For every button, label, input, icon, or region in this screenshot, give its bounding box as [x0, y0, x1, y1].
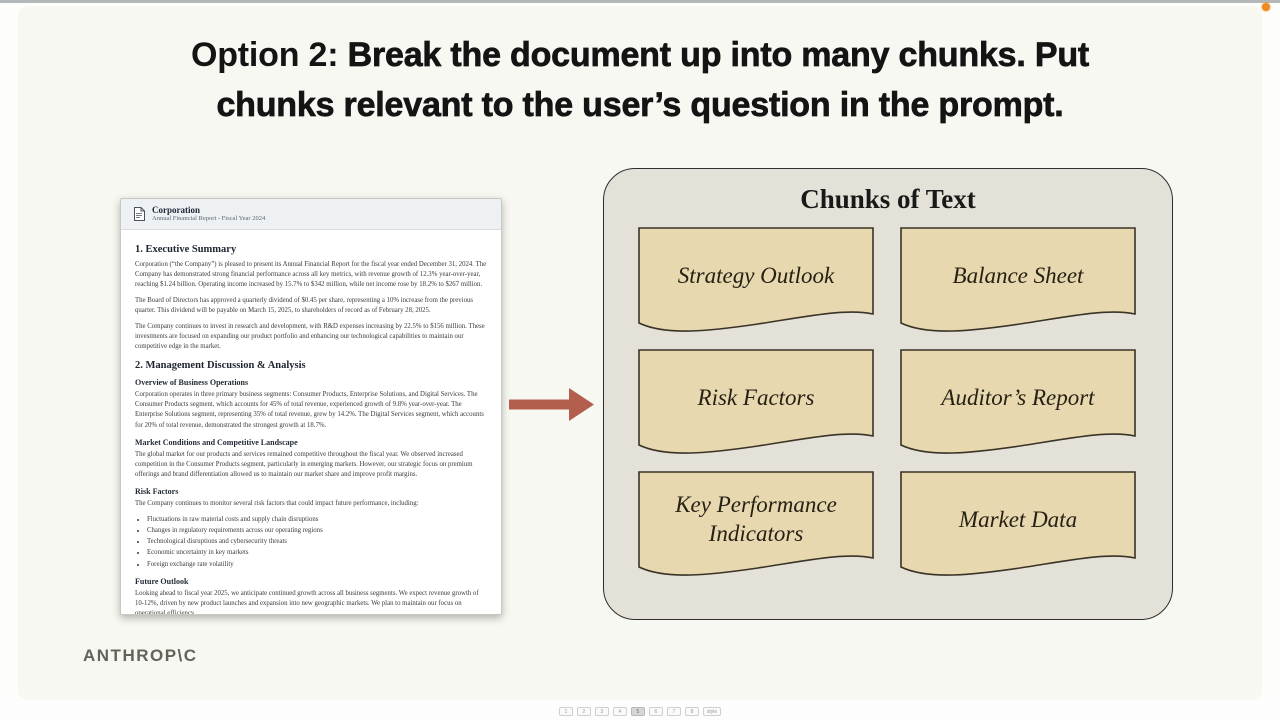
document-header-text: Corporation Annual Financial Report - Fi…	[152, 205, 265, 223]
chunk-card: Key Performance Indicators	[638, 471, 874, 583]
doc-heading: Future Outlook	[135, 576, 189, 586]
document-page-icon	[134, 207, 145, 221]
chunk-paper-shape	[638, 349, 874, 454]
document-title: Corporation	[152, 205, 200, 215]
slide-nav-button-7[interactable]: 7	[666, 707, 681, 716]
slide-nav-button-4[interactable]: 4	[612, 707, 627, 716]
window-top-edge	[0, 0, 1280, 3]
doc-heading: 1. Executive Summary	[135, 244, 237, 255]
chunk-paper-shape	[638, 227, 874, 332]
slide-nav-button-2[interactable]: 2	[576, 707, 591, 716]
chunk-paper-shape	[900, 471, 1136, 576]
doc-bullet-item: Economic uncertainty in key markets	[147, 548, 487, 558]
slide-title-line1: Option 2: Break the document up into man…	[60, 30, 1220, 80]
doc-bullet-item: Changes in regulatory requirements acros…	[147, 526, 487, 536]
chunks-panel: Chunks of Text Strategy Outlook Balance S…	[603, 168, 1173, 620]
doc-bullet-item: Fluctuations in raw material costs and s…	[147, 515, 487, 525]
right-arrow-icon	[509, 388, 594, 421]
slide-title-line2: chunks relevant to the user’s question i…	[216, 86, 1064, 125]
chunk-card: Auditor’s Report	[900, 349, 1136, 461]
recording-indicator-dot	[1262, 3, 1270, 11]
title-line1-bold: Break the document up into many chunks. …	[347, 36, 1090, 75]
doc-heading: Market Conditions and Competitive Landsc…	[135, 437, 298, 447]
chunk-paper-shape	[638, 471, 874, 576]
doc-paragraph: The Company continues to invest in resea…	[135, 323, 485, 351]
doc-paragraph: The Board of Directors has approved a qu…	[135, 297, 474, 315]
doc-bullet-list: Fluctuations in raw material costs and s…	[135, 515, 487, 570]
slide-nav-button-8[interactable]: 8	[684, 707, 699, 716]
chunk-paper-shape	[900, 349, 1136, 454]
slide-title: Option 2: Break the document up into man…	[60, 30, 1220, 130]
slide-nav-button-5[interactable]: 5	[630, 707, 645, 716]
document-preview-card: Corporation Annual Financial Report - Fi…	[120, 198, 502, 615]
doc-paragraph: Looking ahead to fiscal year 2025, we an…	[135, 589, 479, 615]
doc-paragraph: The Company continues to monitor several…	[135, 499, 419, 507]
doc-paragraph: Corporation (“the Company”) is pleased t…	[135, 261, 487, 289]
chunk-card: Strategy Outlook	[638, 227, 874, 339]
title-prefix: Option 2:	[190, 36, 348, 74]
slide-nav-button-1[interactable]: 1	[558, 707, 573, 716]
chunk-label: Key Performance Indicators	[675, 492, 837, 546]
chunk-label: Balance Sheet	[952, 262, 1084, 288]
doc-bullet-item: Technological disruptions and cybersecur…	[147, 537, 487, 547]
chunk-card: Balance Sheet	[900, 227, 1136, 339]
document-subtitle: Annual Financial Report - Fiscal Year 20…	[152, 215, 266, 222]
chunk-card: Risk Factors	[638, 349, 874, 461]
doc-bullet-item: Foreign exchange rate volatility	[147, 560, 487, 570]
chunk-label: Strategy Outlook	[677, 262, 835, 288]
slide-nav-button-6[interactable]: 6	[648, 707, 663, 716]
chunk-paper-shape	[900, 227, 1136, 332]
chunk-label: Risk Factors	[697, 384, 815, 410]
chunk-label: Auditor’s Report	[941, 384, 1095, 410]
doc-paragraph: Corporation operates in three primary bu…	[135, 391, 484, 429]
chunk-label: Market Data	[958, 506, 1078, 532]
chunks-panel-title: Chunks of Text	[800, 184, 976, 214]
doc-paragraph: The global market for our products and s…	[135, 450, 473, 478]
doc-heading: Risk Factors	[135, 486, 179, 496]
chunk-card: Market Data	[900, 471, 1136, 583]
slide-nav-button-style[interactable]: style	[702, 707, 722, 716]
doc-heading: Overview of Business Operations	[135, 378, 249, 388]
document-header: Corporation Annual Financial Report - Fi…	[121, 199, 501, 230]
anthropic-logo: ANTHROP\C	[83, 646, 198, 665]
doc-heading: 2. Management Discussion & Analysis	[135, 360, 306, 372]
slide-nav-button-3[interactable]: 3	[594, 707, 609, 716]
